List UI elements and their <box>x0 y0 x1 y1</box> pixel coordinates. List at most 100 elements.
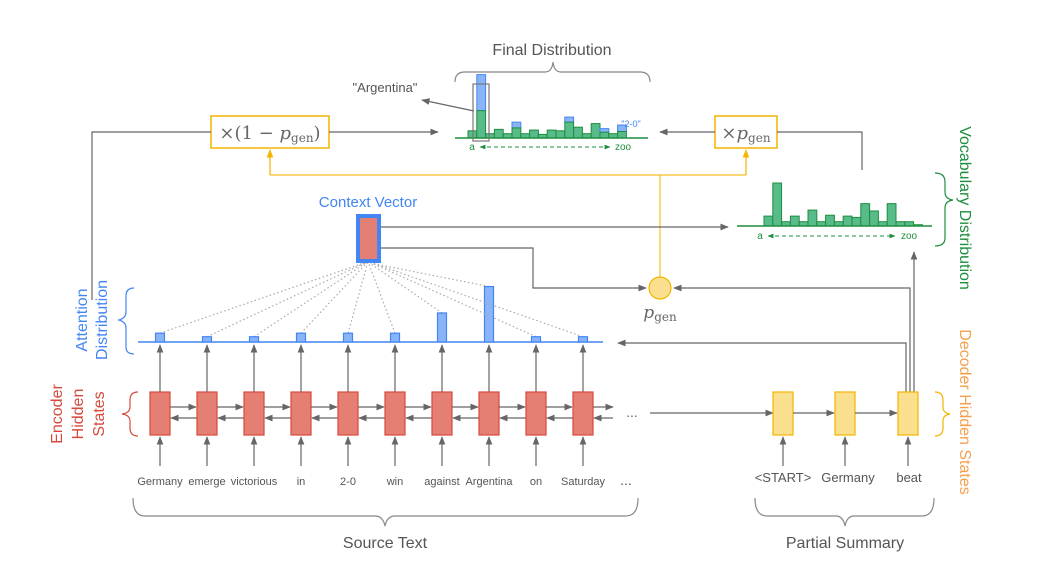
source-word: 2-0 <box>340 476 356 488</box>
decoder-cell <box>897 391 919 436</box>
source-text-label: Source Text <box>343 535 428 552</box>
attention-bar <box>201 336 213 343</box>
encoder-hidden-states: Germany emerge victorious in 2-0 win against Ar… <box>137 344 614 488</box>
final-gen-bar <box>511 127 522 139</box>
final-distribution-title: Final Distribution <box>492 42 611 59</box>
encoder-cell <box>290 391 312 436</box>
two-zero-callout: "2-0" <box>621 119 640 129</box>
partial-summary-brace <box>754 497 935 527</box>
context-vector <box>356 214 381 263</box>
vocab-distribution-label: Vocabulary Distribution <box>956 126 973 290</box>
vocab-bar <box>851 216 862 227</box>
decoder-hidden-states-label: Decoder Hidden States <box>956 329 973 494</box>
source-word: win <box>386 476 404 488</box>
attention-link <box>300 262 368 334</box>
source-word: Germany <box>137 476 183 488</box>
summary-word: beat <box>896 470 922 485</box>
source-ellipsis: ... <box>620 472 632 488</box>
final-gen-bar <box>467 130 478 139</box>
decoder-hidden-states: <START> Germany beat <box>755 391 922 485</box>
pgen-node-label: pgen <box>643 303 677 324</box>
times-pgen-label: ×pgen <box>721 123 770 145</box>
final-gen-bar <box>493 128 504 139</box>
final-copy-bar <box>599 128 610 133</box>
source-word: against <box>424 476 459 488</box>
vocab-bar <box>772 182 783 227</box>
context-vector-title: Context Vector <box>319 194 417 211</box>
final-copy-bar <box>476 74 487 112</box>
final-gen-bar <box>546 129 557 139</box>
encoder-cell <box>572 391 594 436</box>
vocab-bar <box>886 203 897 227</box>
final-gen-bar <box>555 130 566 139</box>
vocab-bar <box>869 210 879 227</box>
vocab-axis-end-label: zoo <box>901 231 918 242</box>
decoder-to-pgen-line <box>673 284 911 392</box>
attention-bar <box>577 336 589 343</box>
encoder-label-line1: Encoder <box>49 384 66 444</box>
final-copy-bar <box>564 116 575 123</box>
context-to-pgen-line <box>381 247 647 292</box>
source-word: in <box>297 476 306 488</box>
final-distribution-chart <box>467 74 627 139</box>
encoder-cell <box>431 391 453 436</box>
final-axis-start-label: a <box>469 142 475 153</box>
vocab-bar <box>763 215 774 227</box>
argentina-callout: "Argentina" <box>353 80 418 95</box>
attention-link <box>370 262 490 288</box>
vocab-bar <box>842 215 853 227</box>
attention-link <box>371 262 537 338</box>
one-minus-pgen-box <box>210 115 330 149</box>
vocab-to-times-pgen-line <box>777 131 863 170</box>
decoder-to-attention-line <box>617 339 907 392</box>
summary-word: <START> <box>755 470 812 485</box>
attention-link <box>159 262 365 334</box>
final-gen-bar <box>529 129 539 139</box>
encoder-label-line2: Hidden <box>70 389 87 440</box>
attention-bar <box>389 332 401 343</box>
final-axis-end-label: zoo <box>615 142 632 153</box>
one-minus-pgen-label: ×(1 − pgen) <box>219 123 320 145</box>
argentina-pointer-line <box>421 98 475 112</box>
attention-link <box>372 262 584 338</box>
attention-link <box>369 262 443 314</box>
source-word: emerge <box>188 476 225 488</box>
summary-word: Germany <box>821 470 875 485</box>
decoder-cell <box>834 391 856 436</box>
argentina-highlight-box <box>472 83 490 142</box>
attention-link <box>347 262 369 334</box>
attention-link <box>206 262 366 338</box>
vocab-distribution-brace <box>934 172 954 247</box>
attention-bar <box>483 285 495 343</box>
final-gen-bar <box>564 121 575 139</box>
attention-bar <box>436 312 448 343</box>
encoder-cell <box>525 391 547 436</box>
decoder-cell <box>772 391 794 436</box>
attention-distribution-label-line2: Distribution <box>94 280 111 360</box>
encoder-cell <box>478 391 500 436</box>
partial-summary-label: Partial Summary <box>786 535 904 552</box>
encoder-cell <box>384 391 406 436</box>
final-copy-bar <box>511 121 522 129</box>
source-word: Saturday <box>561 476 606 488</box>
source-word: Argentina <box>465 476 513 488</box>
encoder-label-line3: States <box>91 391 108 436</box>
encoder-cell <box>243 391 265 436</box>
final-gen-bar <box>590 123 601 139</box>
final-gen-bar <box>476 110 487 139</box>
source-text-brace <box>132 497 639 527</box>
vocabulary-distribution-chart <box>763 182 923 227</box>
encoder-cell <box>149 391 171 436</box>
attention-bar <box>530 336 542 343</box>
vocab-bar <box>825 214 835 227</box>
encoder-ellipsis: ... <box>626 404 638 420</box>
encoder-hidden-states-brace <box>121 391 139 437</box>
final-gen-bar <box>573 126 583 139</box>
encoder-cell <box>337 391 359 436</box>
source-word: on <box>530 476 542 488</box>
attention-distribution-chart <box>154 262 589 343</box>
vocab-bar <box>860 203 871 227</box>
source-word: victorious <box>231 476 278 488</box>
attention-bar <box>295 332 307 343</box>
